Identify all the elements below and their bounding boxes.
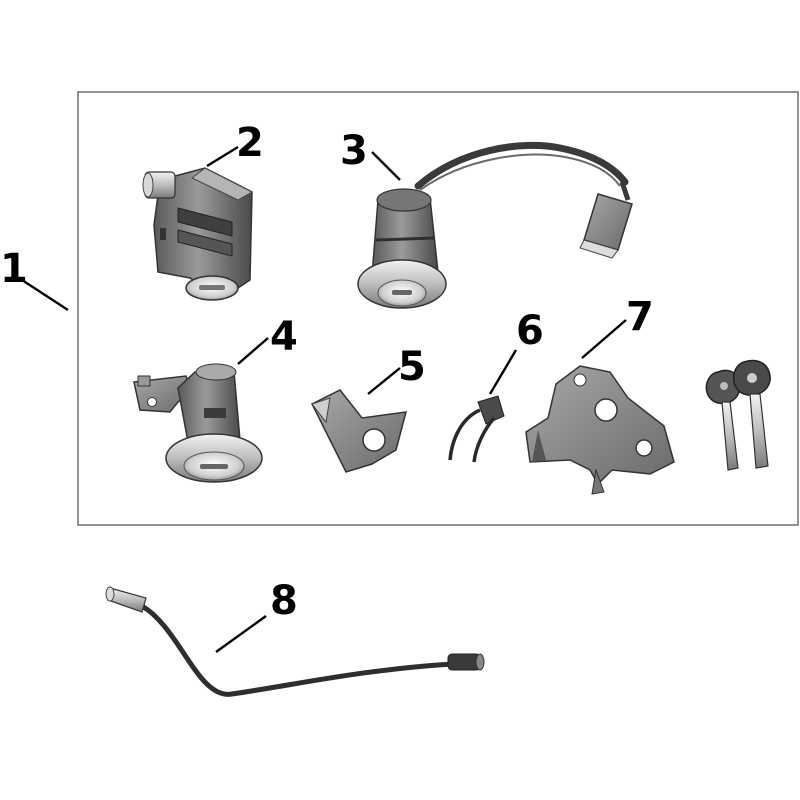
leader-5 <box>367 367 401 395</box>
leader-6 <box>488 349 518 395</box>
part-3-ignition-switch <box>357 141 633 309</box>
callout-5: 5 <box>398 344 426 390</box>
keys <box>705 359 771 471</box>
part-4-lock-cylinder <box>133 363 263 483</box>
kit-frame <box>77 91 799 526</box>
callout-7: 7 <box>626 294 654 340</box>
callout-2: 2 <box>236 120 264 166</box>
callout-3: 3 <box>340 128 368 174</box>
leader-1 <box>21 278 69 312</box>
callout-6: 6 <box>516 308 544 354</box>
leader-8 <box>215 615 267 653</box>
part-2-seat-lock <box>142 167 254 301</box>
part-5-bracket <box>310 389 408 473</box>
leader-3 <box>371 151 401 181</box>
part-7-lock-bracket <box>525 365 675 495</box>
leader-7 <box>581 319 627 359</box>
callout-4: 4 <box>270 314 298 360</box>
callout-1: 1 <box>0 246 28 292</box>
callout-8: 8 <box>270 578 298 624</box>
leader-4 <box>237 337 269 365</box>
part-8-cable <box>105 586 485 697</box>
leader-2 <box>206 145 239 168</box>
part-6-spring-clip <box>448 395 505 463</box>
